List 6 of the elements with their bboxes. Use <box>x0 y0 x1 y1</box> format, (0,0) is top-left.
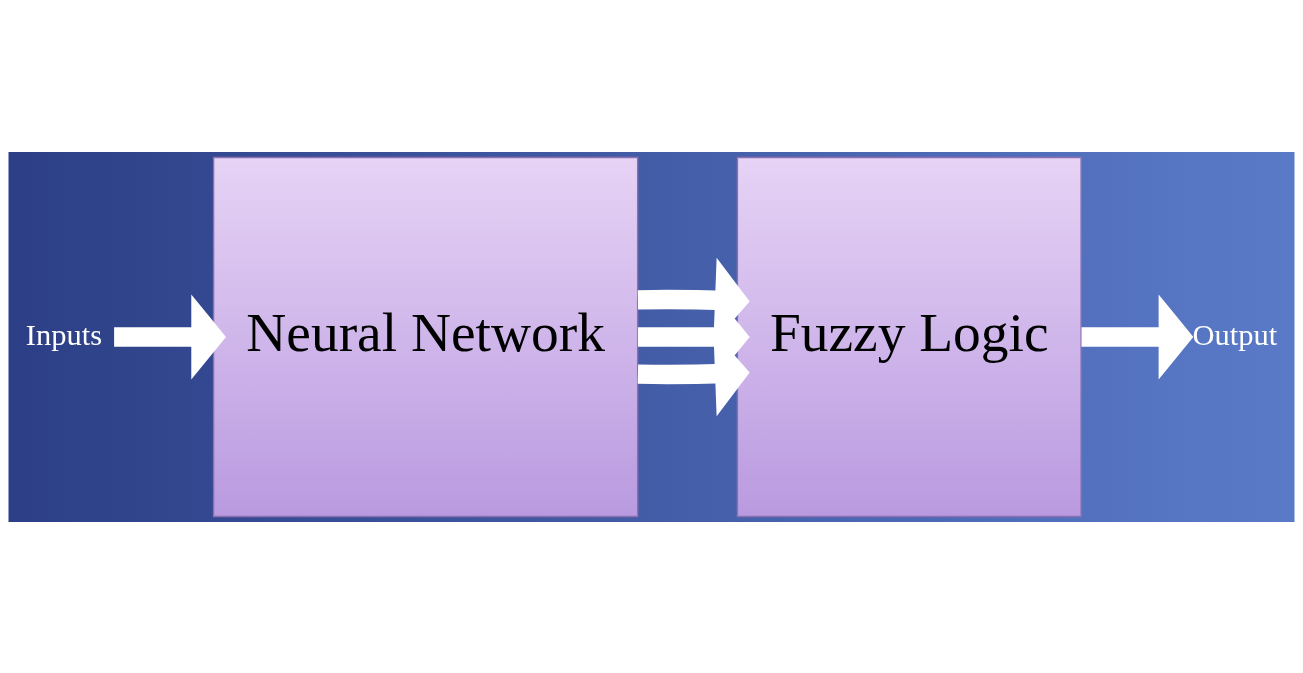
node-box: Neural Network <box>212 156 639 517</box>
node-text: Output <box>1192 317 1278 352</box>
arrow <box>1081 293 1194 379</box>
arrow <box>114 293 226 379</box>
node-box: Fuzzy Logic <box>736 156 1082 517</box>
node-text: Inputs <box>25 317 103 352</box>
